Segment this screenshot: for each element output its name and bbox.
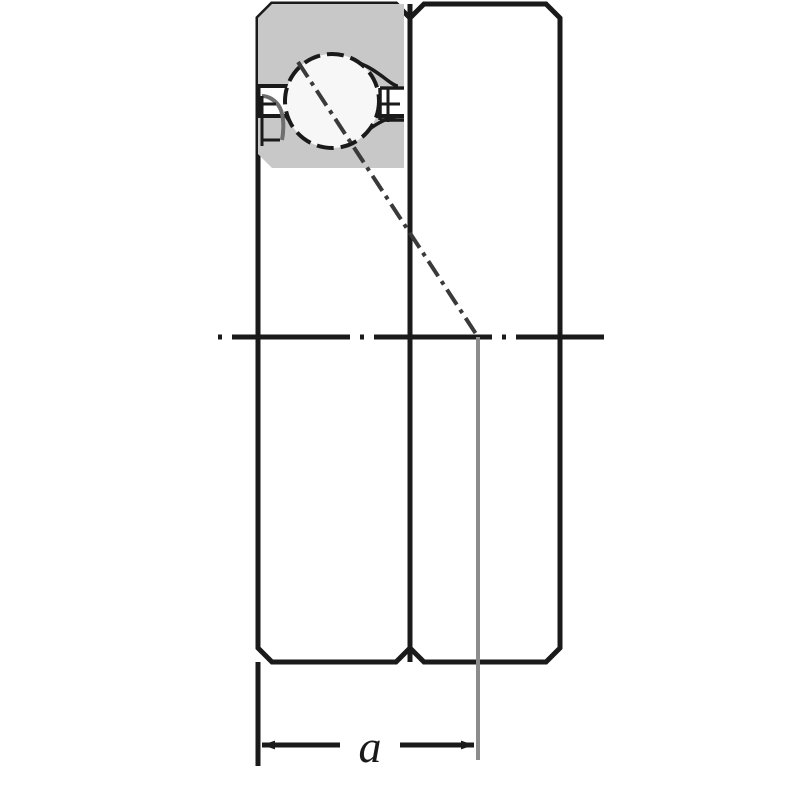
- bearing-upper-left: [256, 2, 406, 170]
- bearing-lower-right: [416, 498, 562, 662]
- dimension-extension-lines: [255, 337, 480, 766]
- dimension-a: a: [262, 721, 474, 772]
- bearing-lower-left: [258, 498, 404, 662]
- bearing-upper-right: [416, 4, 562, 168]
- contact-angle-line: [296, 60, 480, 339]
- dimension-a-label: a: [359, 721, 382, 772]
